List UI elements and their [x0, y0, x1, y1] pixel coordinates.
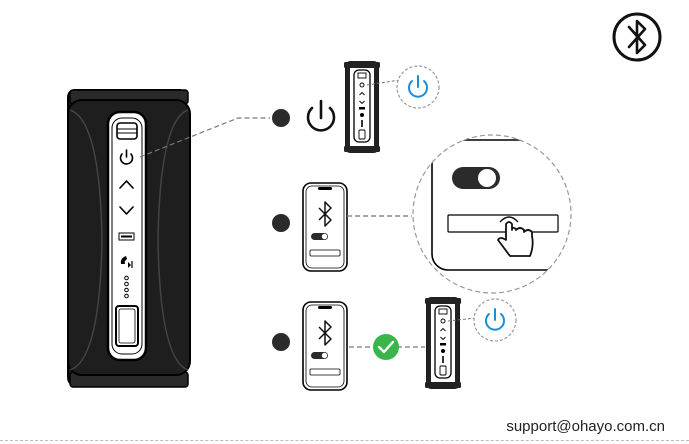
speaker-small-step-3 [425, 298, 461, 388]
step-2-phone [303, 183, 347, 271]
step-3-power-callout [474, 299, 516, 341]
speaker-large [68, 90, 190, 387]
checkmark-icon [373, 334, 399, 360]
step-2-zoom-callout [413, 135, 572, 293]
step-1-power-callout [397, 66, 439, 108]
header-bluetooth-icon [614, 14, 660, 60]
support-email: support@ohayo.com.cn [506, 418, 665, 435]
bottom-divider [0, 440, 689, 441]
speaker-small-step-1 [344, 62, 380, 152]
strap-loop [117, 123, 137, 139]
step-1-power-icon [308, 101, 334, 130]
step-3-phone [303, 302, 347, 390]
step-2-marker [272, 214, 290, 232]
step-1-marker [272, 109, 290, 127]
step-3-marker [272, 333, 290, 351]
